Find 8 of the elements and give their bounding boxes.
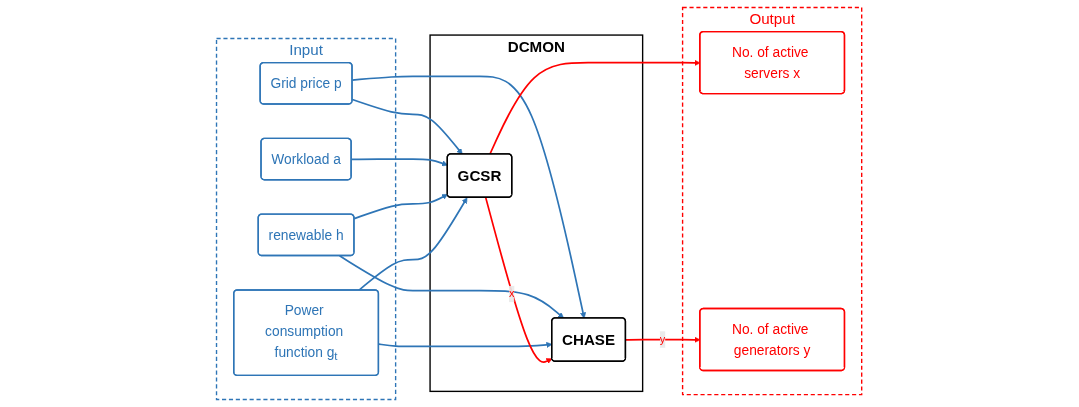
edge-label: x bbox=[509, 287, 515, 300]
arrow bbox=[339, 255, 565, 319]
arrow bbox=[485, 196, 553, 364]
arrow bbox=[378, 341, 553, 348]
arrow bbox=[351, 75, 587, 319]
arrow bbox=[625, 336, 701, 343]
edge-label: y bbox=[660, 333, 666, 346]
arrow bbox=[353, 194, 449, 220]
